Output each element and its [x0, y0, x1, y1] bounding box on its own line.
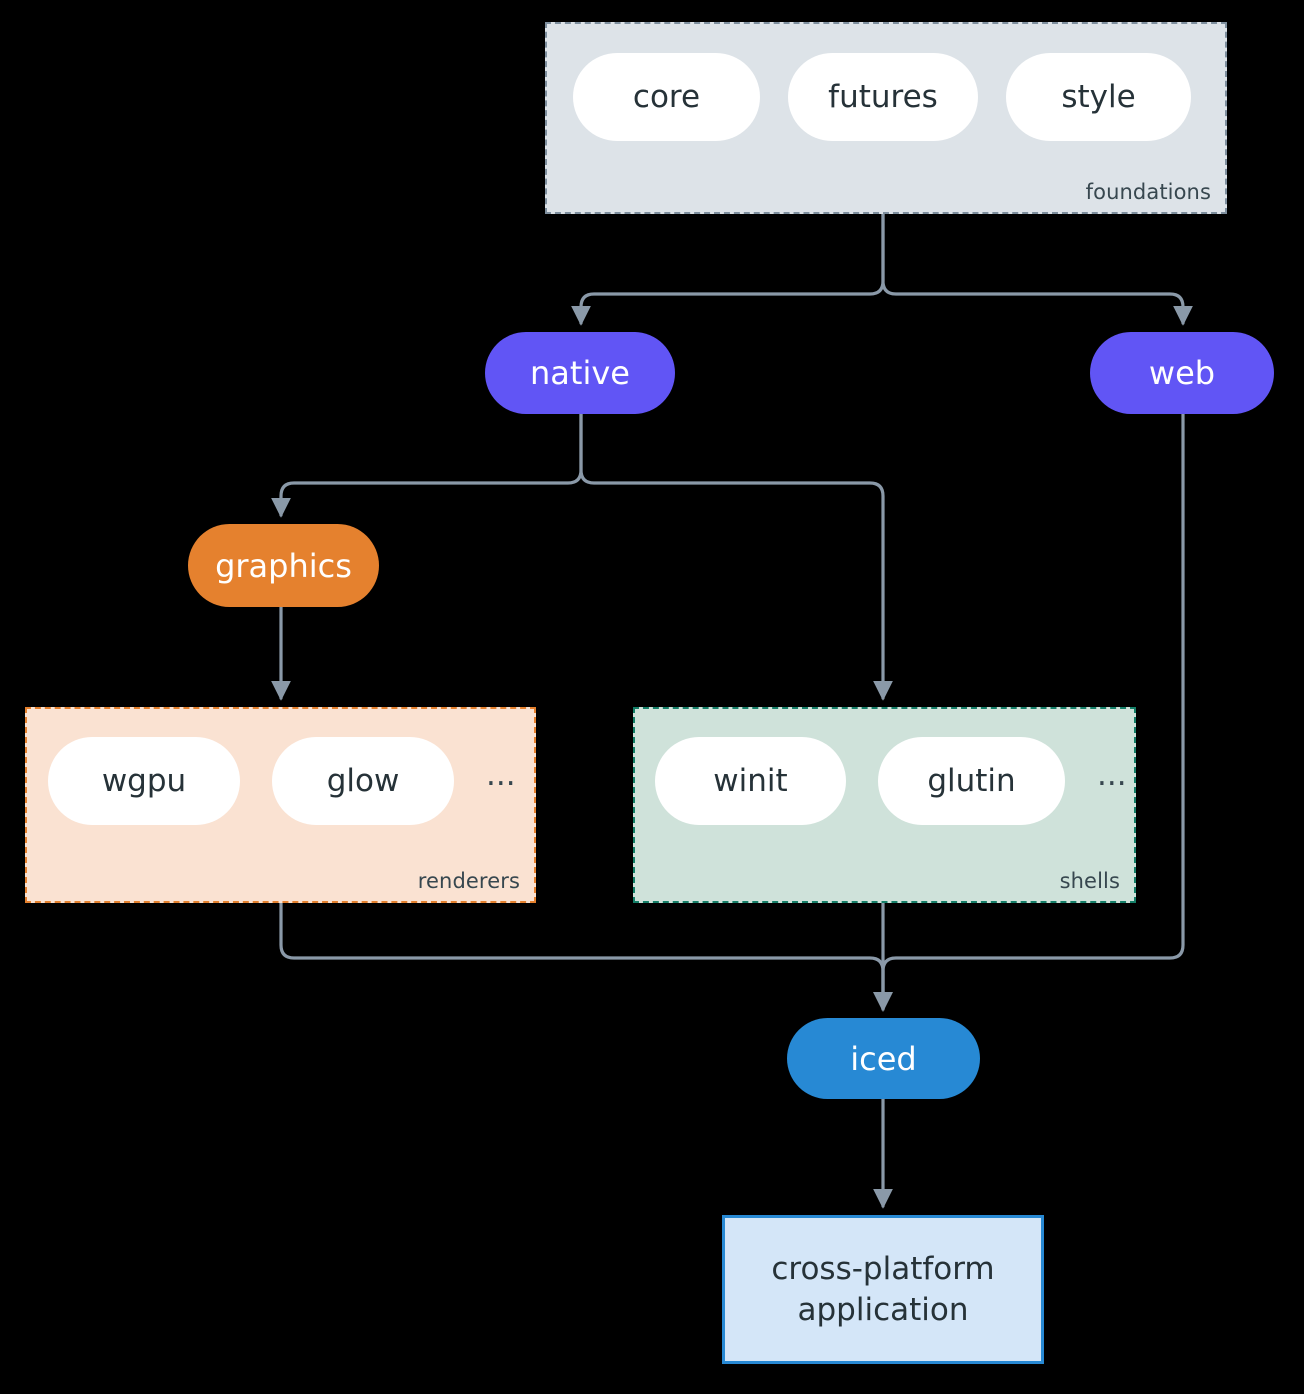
- pill-glow[interactable]: glow: [272, 737, 454, 825]
- edge-foundations-native: [571, 212, 885, 326]
- pill-style[interactable]: style: [1006, 53, 1191, 141]
- node-web[interactable]: web: [1090, 332, 1274, 414]
- group-label-renderers: renderers: [417, 869, 520, 893]
- node-cross-platform-application[interactable]: cross-platform application: [722, 1215, 1044, 1364]
- edge-foundations-web: [881, 212, 1193, 326]
- pill-core[interactable]: core: [573, 53, 760, 141]
- application-line-1: cross-platform: [771, 1250, 995, 1287]
- pill-glutin[interactable]: glutin: [878, 737, 1065, 825]
- edge-native-graphics: [271, 412, 583, 518]
- renderers-pill-row: wgpu glow ...: [48, 737, 516, 825]
- shells-ellipsis: ...: [1097, 756, 1127, 793]
- edge-renderers-iced: [279, 901, 893, 1012]
- renderers-ellipsis: ...: [486, 756, 516, 793]
- pill-futures[interactable]: futures: [788, 53, 978, 141]
- node-graphics[interactable]: graphics: [188, 524, 379, 607]
- edge-native-shells: [579, 412, 893, 701]
- node-native[interactable]: native: [485, 332, 675, 414]
- pill-winit[interactable]: winit: [655, 737, 846, 825]
- pill-wgpu[interactable]: wgpu: [48, 737, 240, 825]
- group-label-shells: shells: [1059, 869, 1120, 893]
- shells-pill-row: winit glutin ...: [655, 737, 1127, 825]
- group-label-foundations: foundations: [1085, 180, 1211, 204]
- node-iced[interactable]: iced: [787, 1018, 980, 1099]
- foundations-pill-row: core futures style: [573, 53, 1191, 141]
- application-line-2: application: [797, 1291, 969, 1328]
